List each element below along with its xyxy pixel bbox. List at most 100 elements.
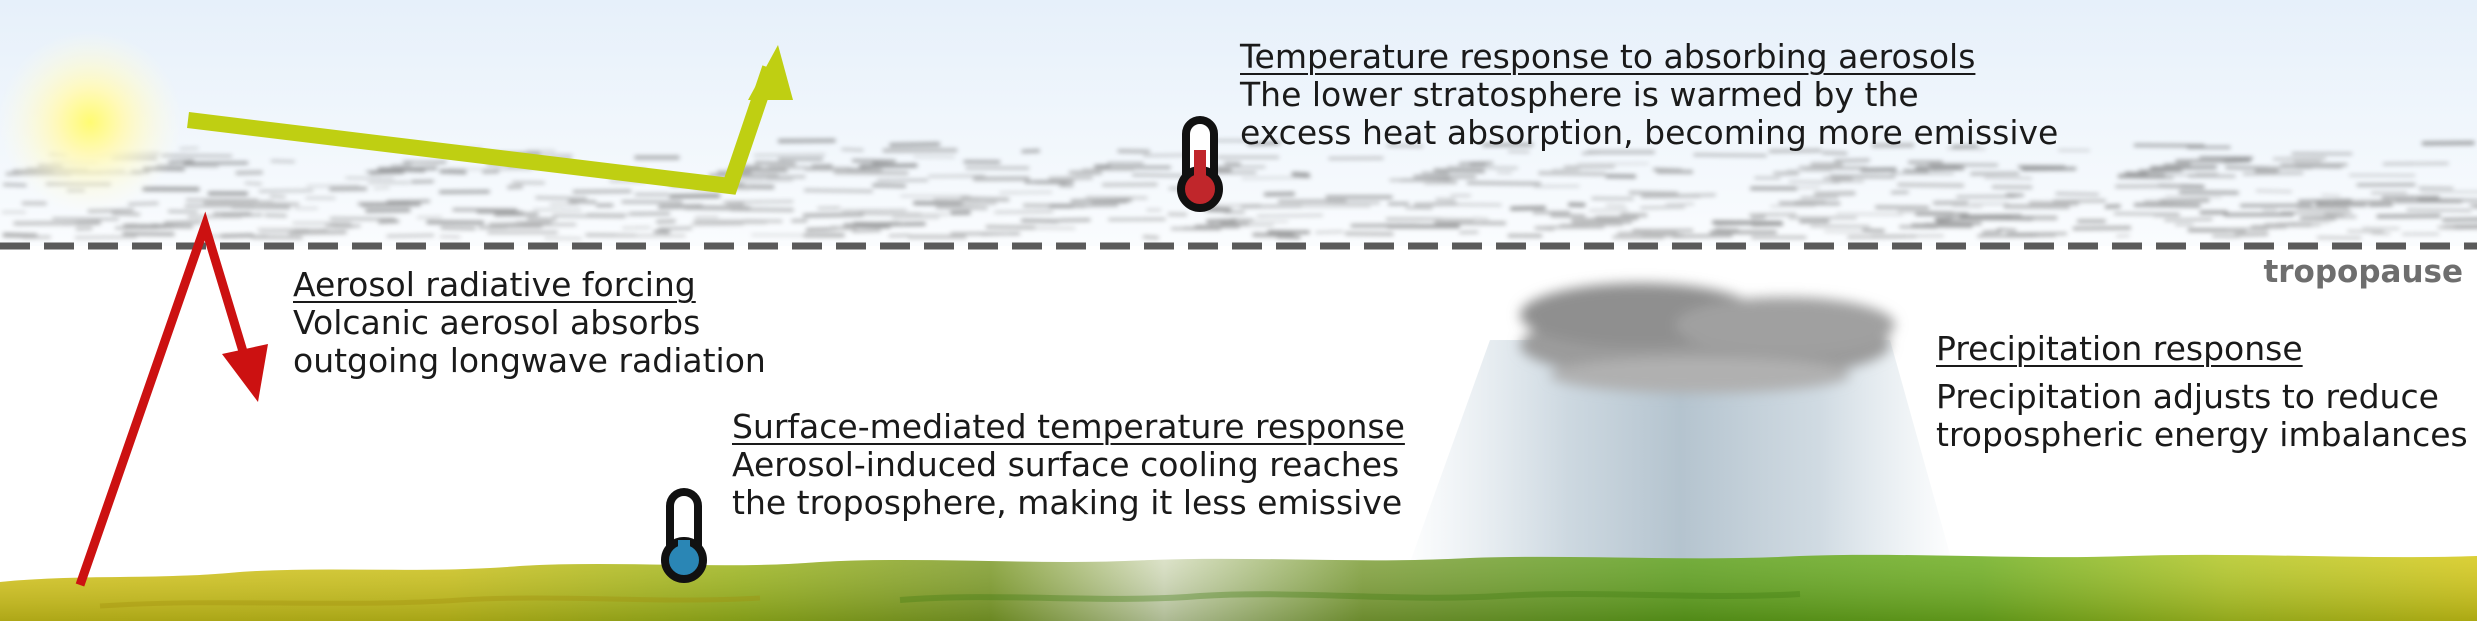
aerosol-streak <box>888 234 910 237</box>
aerosol-streak <box>1822 176 1853 181</box>
aerosol-streak <box>1413 202 1458 207</box>
aerosol-streak <box>847 168 883 172</box>
aerosol-streak <box>386 199 431 204</box>
aerosol-streak <box>203 200 274 205</box>
aerosol-streak <box>690 223 744 226</box>
aerosol-streak <box>1982 230 2001 234</box>
aerosol-streak <box>852 229 882 233</box>
aerosol-streak <box>439 169 467 175</box>
aerosol-streak <box>163 220 203 225</box>
aerosol-streak <box>1951 144 1979 148</box>
aerosol-streak <box>1640 206 1686 209</box>
aerosol-streak <box>855 222 926 227</box>
stratosphere-temperature-line-1: The lower stratosphere is warmed by the <box>1240 75 1919 114</box>
aerosol-streak <box>365 170 403 173</box>
aerosol-streak <box>2347 230 2385 233</box>
aerosol-streak <box>1256 214 1323 217</box>
aerosol-streak <box>1534 226 1555 231</box>
aerosol-streak <box>1750 216 1766 219</box>
aerosol-streak <box>1934 216 1953 222</box>
shortwave-arrow <box>187 45 793 195</box>
aerosol-streak <box>669 193 721 199</box>
aerosol-streak <box>111 212 141 216</box>
aerosol-streak <box>2437 225 2455 230</box>
aerosol-streak <box>2037 234 2056 237</box>
aerosol-streak <box>1640 194 1701 198</box>
aerosol-streak <box>2297 199 2353 203</box>
aerosol-streak <box>2021 167 2077 171</box>
aerosol-streak <box>981 233 1010 236</box>
ground <box>0 554 2477 621</box>
aerosol-streak <box>488 222 522 226</box>
radiative-forcing-heading: Aerosol radiative forcing <box>293 265 696 304</box>
aerosol-streak <box>994 210 1054 214</box>
aerosol-streak <box>853 221 906 225</box>
aerosol-streak <box>167 159 194 164</box>
aerosol-streak <box>2006 232 2068 236</box>
aerosol-streak <box>1588 209 1629 212</box>
aerosol-streak <box>1821 151 1848 155</box>
aerosol-streak <box>511 181 546 185</box>
aerosol-streak <box>843 225 891 229</box>
aerosol-streak <box>802 212 864 218</box>
warm-thermometer-icon <box>1177 116 1223 212</box>
aerosol-streak <box>1142 235 1160 240</box>
cool-thermometer-icon <box>661 488 707 583</box>
aerosol-streak <box>658 227 693 230</box>
aerosol-streak <box>329 217 396 221</box>
aerosol-streak <box>1473 217 1490 220</box>
aerosol-streak <box>2255 190 2293 193</box>
aerosol-streak <box>1386 144 1424 148</box>
surface-temperature-annotation: Surface-mediated temperature response Ae… <box>732 408 1405 522</box>
aerosol-streak <box>2137 168 2182 173</box>
aerosol-streak <box>1538 171 1607 176</box>
aerosol-streak <box>742 165 761 169</box>
aerosol-streak <box>235 170 264 175</box>
aerosol-streak <box>2113 212 2180 216</box>
aerosol-streak <box>1809 224 1871 228</box>
aerosol-streak <box>1951 205 1983 208</box>
precipitation-annotation: Precipitation response Precipitation adj… <box>1936 330 2468 454</box>
aerosol-streak <box>220 233 254 238</box>
aerosol-streak <box>1551 168 1580 172</box>
aerosol-streak <box>683 205 751 211</box>
radiative-forcing-line-1: Volcanic aerosol absorbs <box>293 303 701 342</box>
aerosol-streak <box>1070 198 1133 203</box>
aerosol-streak <box>859 163 918 169</box>
aerosol-streak <box>1065 204 1119 207</box>
aerosol-streak <box>999 191 1053 194</box>
sun-icon <box>0 30 182 214</box>
aerosol-streak <box>960 196 1010 202</box>
aerosol-streak <box>1571 221 1599 226</box>
aerosol-streak <box>345 177 395 180</box>
aerosol-streak <box>2165 195 2222 198</box>
aerosol-streak <box>2028 201 2079 206</box>
aerosol-streak <box>2005 193 2025 197</box>
aerosol-streak <box>851 159 897 163</box>
aerosol-streak <box>2272 157 2327 161</box>
aerosol-streak <box>1241 176 1312 179</box>
aerosol-streak <box>544 237 582 240</box>
aerosol-streak <box>1085 196 1148 199</box>
aerosol-streak <box>426 220 485 225</box>
aerosol-streak <box>74 236 137 239</box>
aerosol-streak <box>2117 176 2174 179</box>
aerosol-streak <box>2376 214 2441 219</box>
aerosol-streak <box>167 210 199 213</box>
aerosol-streak <box>1672 234 1733 238</box>
aerosol-streak <box>2133 202 2201 208</box>
aerosol-streak <box>2421 140 2475 146</box>
aerosol-streak <box>2149 165 2217 170</box>
aerosol-streak <box>655 219 676 224</box>
aerosol-streak <box>179 147 199 150</box>
aerosol-streak <box>985 225 1036 230</box>
aerosol-streak <box>369 169 405 175</box>
aerosol-streak <box>2223 158 2252 163</box>
aerosol-streak <box>1968 216 2034 221</box>
aerosol-streak <box>2242 171 2304 176</box>
aerosol-streak <box>1559 223 1624 227</box>
aerosol-streak <box>2163 163 2191 166</box>
precipitation-line-1: Precipitation adjusts to reduce <box>1936 377 2439 416</box>
cloud-icon <box>1520 283 1895 393</box>
